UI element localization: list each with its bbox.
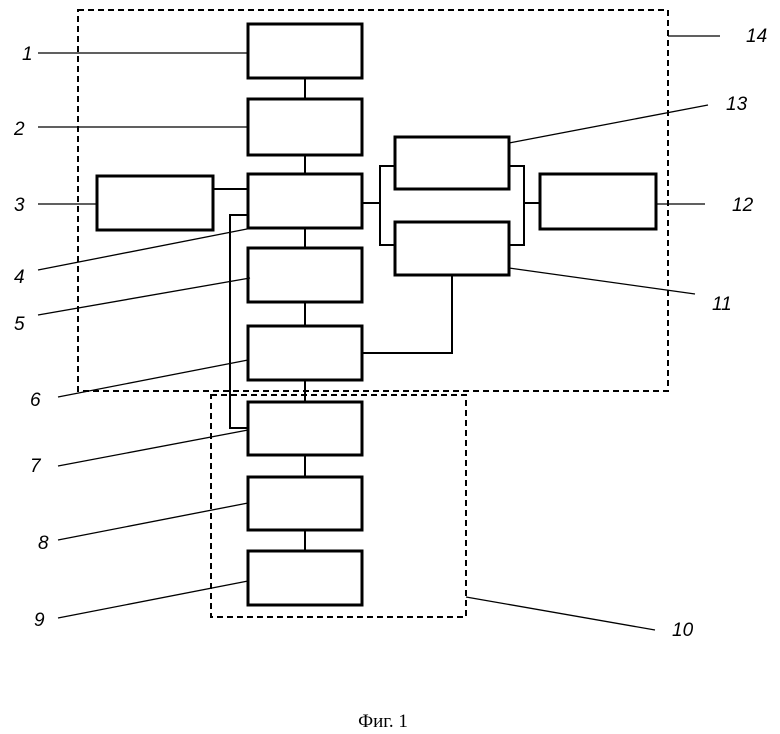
label-12: 12 xyxy=(732,195,754,216)
block-8 xyxy=(248,477,362,530)
label-2: 2 xyxy=(13,119,25,140)
block-4 xyxy=(248,174,362,228)
block-11 xyxy=(395,222,509,275)
label-7: 7 xyxy=(30,456,42,477)
block-3 xyxy=(97,176,213,230)
label-6: 6 xyxy=(30,390,41,411)
leader-lines xyxy=(38,36,720,630)
block-2 xyxy=(248,99,362,155)
block-5 xyxy=(248,248,362,302)
label-13: 13 xyxy=(726,94,748,115)
figure-caption: Фиг. 1 xyxy=(358,711,408,732)
block-13 xyxy=(395,137,509,189)
label-4: 4 xyxy=(14,267,25,288)
label-8: 8 xyxy=(38,533,49,554)
block-9 xyxy=(248,551,362,605)
label-1: 1 xyxy=(22,44,33,65)
label-14: 14 xyxy=(746,26,767,47)
label-11: 11 xyxy=(712,294,732,315)
label-3: 3 xyxy=(14,195,25,216)
label-9: 9 xyxy=(34,610,45,631)
label-5: 5 xyxy=(14,314,25,335)
block-12 xyxy=(540,174,656,229)
block-6 xyxy=(248,326,362,380)
block-1 xyxy=(248,24,362,78)
label-10: 10 xyxy=(672,620,694,641)
block-7 xyxy=(248,402,362,455)
